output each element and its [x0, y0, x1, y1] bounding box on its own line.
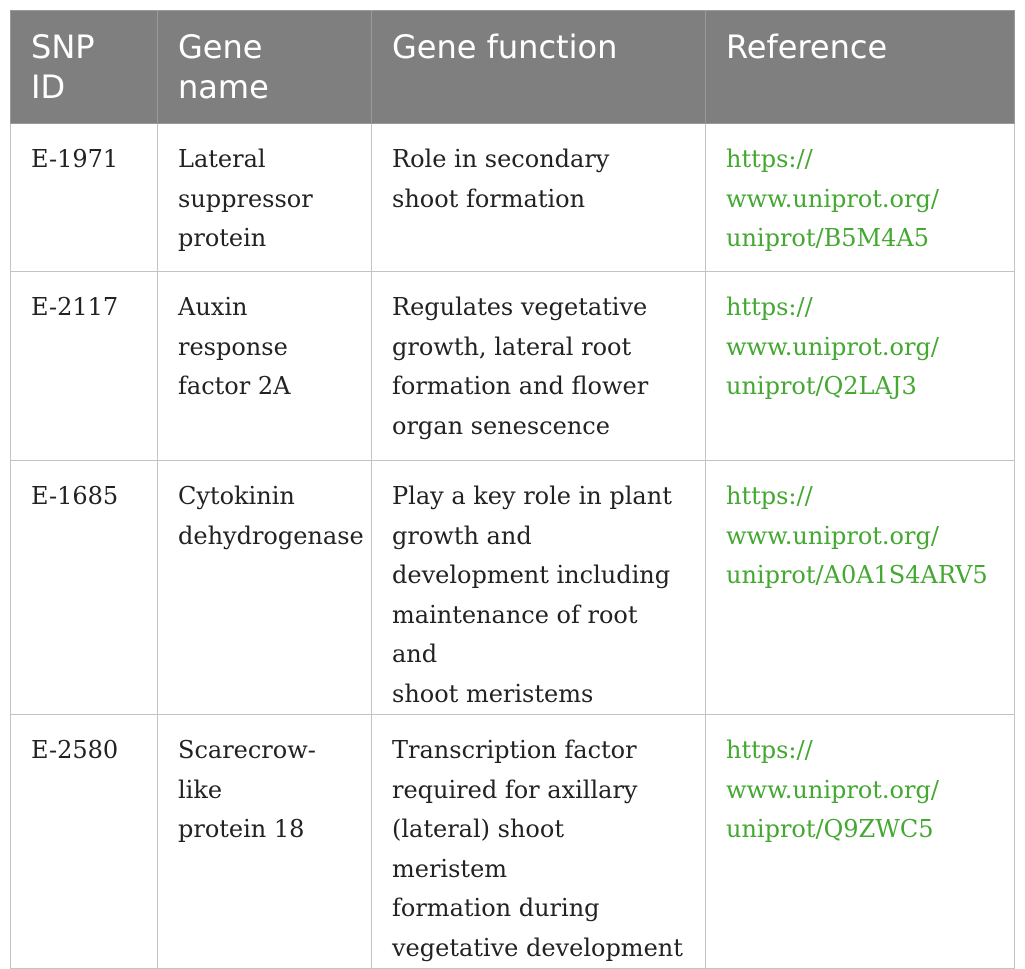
cell-gene-name-line: protein 18 — [178, 815, 305, 843]
header-gene-function: Gene function — [371, 10, 706, 124]
cell-gene-name-line: Scarecrow-like — [178, 736, 316, 804]
cell-gene-name-line: factor 2A — [178, 372, 291, 400]
header-reference: Reference — [705, 10, 1015, 124]
cell-gene-function-line: growth and — [392, 521, 532, 550]
cell-gene-function-line: Play a key role in plant — [392, 482, 672, 510]
cell-reference-link-line[interactable]: https:// — [726, 293, 813, 321]
cell-snp-id: E-1685 — [10, 460, 158, 715]
cell-gene-name-line: Auxin — [178, 293, 248, 321]
cell-gene-function-line: development including — [392, 561, 671, 589]
cell-reference-link-line[interactable]: https:// — [726, 482, 813, 510]
cell-reference-link[interactable]: https:// www.uniprot.org/uniprot/Q2LAJ3 — [705, 271, 1015, 461]
table-header-row: SNP ID Gene name Gene function Reference — [10, 10, 1015, 124]
cell-snp-id-text: E-2580 — [31, 736, 119, 764]
cell-gene-name-line: Cytokinin — [178, 482, 295, 510]
cell-gene-name: Auxin response factor 2A — [157, 271, 372, 461]
snp-gene-table: SNP ID Gene name Gene function Reference… — [10, 10, 1015, 969]
header-snp-id: SNP ID — [10, 10, 158, 124]
cell-gene-function-line: Regulates vegetative — [392, 293, 648, 321]
table-row: E-2580 Scarecrow-like protein 18 Transcript… — [10, 714, 1015, 969]
cell-reference-link-line[interactable]: uniprot/A0A1S4ARV5 — [726, 561, 988, 589]
cell-reference-link-line[interactable]: https:// — [726, 145, 813, 173]
cell-gene-name: Cytokinin dehydrogenase — [157, 460, 372, 715]
cell-gene-function: Role in secondary shoot formation — [371, 123, 706, 272]
cell-gene-function-line: required for axillary — [392, 775, 638, 804]
table-row: E-1971 Lateral suppressor protein Role in se… — [10, 123, 1015, 272]
cell-reference-link-line[interactable]: uniprot/B5M4A5 — [726, 224, 929, 252]
cell-reference-link-line[interactable]: www.uniprot.org/ — [726, 521, 939, 550]
cell-snp-id: E-1971 — [10, 123, 158, 272]
cell-reference-link[interactable]: https:// www.uniprot.org/uniprot/A0A1S4AR… — [705, 460, 1015, 715]
cell-gene-function: Play a key role in plant growth and develo… — [371, 460, 706, 715]
cell-snp-id: E-2580 — [10, 714, 158, 969]
cell-snp-id-text: E-1685 — [31, 482, 119, 510]
cell-gene-name: Scarecrow-like protein 18 — [157, 714, 372, 969]
cell-gene-function-line: shoot meristems — [392, 679, 594, 708]
cell-gene-function-line: organ senescence — [392, 411, 610, 440]
cell-gene-function: Transcription factor required for axillar… — [371, 714, 706, 969]
cell-gene-function: Regulates vegetative growth, lateral root… — [371, 271, 706, 461]
cell-snp-id-text: E-1971 — [31, 145, 119, 173]
cell-gene-function-line: Transcription factor — [392, 736, 637, 764]
cell-gene-function-line: maintenance of root and — [392, 600, 638, 669]
cell-reference-link-line[interactable]: www.uniprot.org/ — [726, 184, 939, 213]
cell-gene-name-line: protein — [178, 224, 267, 252]
cell-gene-name-line: dehydrogenase — [178, 521, 364, 550]
cell-gene-name-line: Lateral — [178, 145, 266, 173]
cell-gene-function-line: Role in secondary — [392, 145, 610, 173]
cell-gene-function-line: vegetative development — [392, 933, 683, 962]
cell-snp-id-text: E-2117 — [31, 293, 119, 321]
cell-gene-name-line: response — [178, 332, 288, 361]
cell-gene-function-line: (lateral) shoot meristem — [392, 815, 564, 883]
cell-gene-name-line: suppressor — [178, 184, 313, 213]
cell-reference-link-line[interactable]: www.uniprot.org/ — [726, 332, 939, 361]
cell-gene-function-line: formation during — [392, 894, 600, 922]
table-body: E-1971 Lateral suppressor protein Role in se… — [10, 123, 1015, 969]
cell-reference-link-line[interactable]: uniprot/Q9ZWC5 — [726, 815, 934, 843]
cell-gene-function-line: growth, lateral root — [392, 332, 632, 361]
cell-reference-link-line[interactable]: https:// — [726, 736, 813, 764]
header-gene-name: Gene name — [157, 10, 372, 124]
cell-reference-link[interactable]: https:// www.uniprot.org/uniprot/B5M4A5 — [705, 123, 1015, 272]
cell-gene-function-line: shoot formation — [392, 184, 586, 213]
cell-gene-function-line: formation and flower — [392, 372, 649, 400]
cell-reference-link[interactable]: https:// www.uniprot.org/uniprot/Q9ZWC5 — [705, 714, 1015, 969]
cell-snp-id: E-2117 — [10, 271, 158, 461]
cell-reference-link-line[interactable]: www.uniprot.org/ — [726, 775, 939, 804]
table-row: E-2117 Auxin response factor 2A Regulates ve… — [10, 271, 1015, 461]
cell-gene-name: Lateral suppressor protein — [157, 123, 372, 272]
cell-reference-link-line[interactable]: uniprot/Q2LAJ3 — [726, 372, 917, 400]
